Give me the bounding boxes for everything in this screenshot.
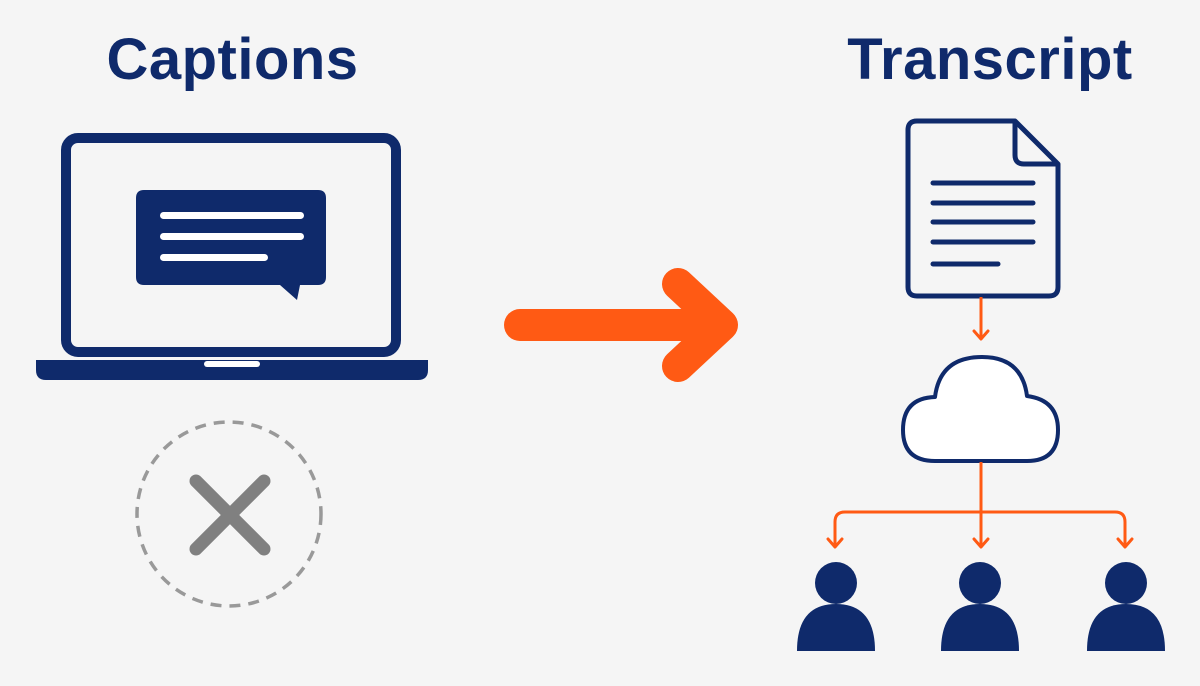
- doc-to-cloud-arrow: [972, 297, 990, 341]
- transcript-heading: Transcript: [847, 27, 1133, 92]
- user-icon: [941, 562, 1019, 651]
- caption-line: [160, 254, 268, 261]
- caption-line: [160, 233, 304, 240]
- caption-bubble-icon: [136, 190, 326, 300]
- captions-heading: Captions: [106, 27, 359, 92]
- cloud-icon: [901, 355, 1060, 463]
- document-icon: [905, 118, 1061, 299]
- distribution-arrows: [826, 462, 1134, 549]
- user-icon: [797, 562, 875, 651]
- caption-line: [160, 212, 304, 219]
- unavailable-x-icon: [135, 420, 323, 608]
- arrow-right-icon: [504, 268, 738, 382]
- user-icon: [1087, 562, 1165, 651]
- laptop-icon: [36, 133, 428, 380]
